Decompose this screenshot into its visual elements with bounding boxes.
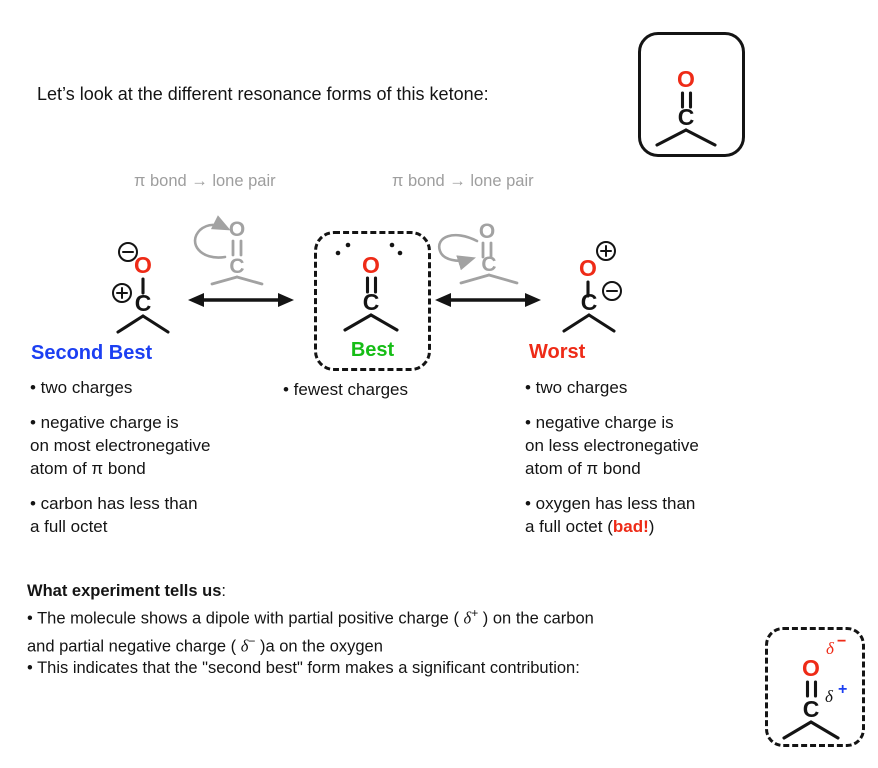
bullet-item: • negative charge is on less electronega… — [525, 413, 699, 478]
methyl-bond — [809, 720, 840, 740]
experiment-bullet-2: • This indicates that the "second best" … — [27, 659, 580, 677]
bad-note: bad! — [612, 517, 649, 536]
experiment-bullet-1: • The molecule shows a dipole with parti… — [27, 606, 594, 628]
ketone-structure-icon: O C — [655, 66, 717, 147]
methyl-bond — [655, 128, 688, 147]
carbon-atom: C — [581, 289, 598, 315]
best-structure-box: O C Best — [314, 231, 431, 371]
plus-charge-icon — [112, 283, 132, 303]
methyl-bond — [487, 273, 519, 285]
methyl-bond — [369, 313, 399, 332]
minus-sign: − — [837, 633, 846, 650]
methyl-bond — [116, 314, 145, 334]
carbon-atom-gray: C — [229, 255, 244, 278]
bullet-item: • carbon has less than a full octet — [30, 494, 198, 536]
bullet-item: • negative charge is on most electronega… — [30, 413, 211, 478]
experiment-heading: What experiment tells us: — [27, 582, 226, 600]
worst-structure: O C — [540, 238, 660, 340]
carbon-atom: C — [363, 289, 380, 315]
bullet-item: • fewest charges — [283, 380, 409, 399]
resonance-arrow-right — [433, 291, 543, 309]
resonance-arrow-icon — [188, 293, 294, 307]
oxygen-atom-gray: O — [479, 220, 495, 243]
resonance-arrow-icon — [435, 293, 541, 307]
plus-sign: + — [838, 681, 847, 698]
second-best-label: Second Best — [31, 342, 153, 364]
best-label: Best — [350, 339, 395, 361]
bullet-item: • two charges — [30, 378, 133, 397]
methyl-bond — [562, 313, 591, 333]
transition-structure-right: O C — [432, 215, 547, 285]
delta-plus-symbol: δ — [825, 687, 834, 706]
curved-arrow-icon — [437, 233, 479, 271]
delta-symbol: δ — [240, 636, 249, 655]
delta-symbol: δ — [463, 608, 472, 628]
carbon-atom: C — [678, 104, 695, 130]
lone-pair-dots — [335, 242, 403, 256]
minus-charge-icon — [602, 281, 622, 301]
minus-charge-icon — [118, 242, 138, 262]
oxygen-atom: O — [802, 655, 820, 681]
carbon-atom: C — [803, 696, 820, 722]
methyl-bond — [782, 720, 813, 740]
resonance-arrow-left — [186, 291, 296, 309]
oxygen-atom: O — [579, 255, 597, 281]
oxygen-atom: O — [362, 252, 380, 278]
second-best-bullets: • two charges • negative charge is on mo… — [30, 376, 280, 550]
dipole-structure: δ − O δ + C — [782, 633, 847, 740]
bullet-item: • oxygen has less than a full octet (bad… — [525, 494, 696, 536]
delta-minus-symbol: δ — [826, 639, 835, 658]
page-title: Let’s look at the different resonance fo… — [37, 84, 489, 104]
carbon-atom-gray: C — [481, 253, 496, 276]
oxygen-atom: O — [677, 66, 695, 92]
methyl-bond — [459, 273, 491, 285]
best-bullets: • fewest charges — [283, 378, 483, 413]
carbon-atom: C — [135, 290, 152, 316]
ketone-reference-box: O C — [638, 32, 745, 157]
oxygen-atom-gray: O — [229, 218, 245, 241]
methyl-bond — [343, 313, 373, 332]
plus-charge-icon — [596, 241, 616, 261]
methyl-bond — [210, 275, 239, 286]
pi-bond-label-right: π bond → lone pair — [392, 172, 534, 190]
transition-structure-left: O C — [185, 213, 295, 286]
worst-bullets: • two charges • negative charge is on le… — [525, 376, 775, 550]
best-structure: O C — [335, 242, 403, 332]
oxygen-atom: O — [134, 252, 152, 278]
methyl-bond — [235, 275, 264, 286]
second-best-structure: O C — [90, 233, 210, 335]
methyl-bond — [141, 314, 170, 334]
experiment-bullet-1-cont: and partial negative charge ( δ− )a on t… — [27, 633, 383, 656]
methyl-bond — [684, 128, 717, 147]
worst-label: Worst — [529, 341, 586, 363]
pi-bond-label-left: π bond → lone pair — [134, 172, 276, 190]
curved-arrow-icon — [193, 215, 231, 259]
experiment-section: What experiment tells us: • The molecule… — [27, 580, 787, 679]
methyl-bond — [587, 313, 616, 333]
bullet-item: • two charges — [525, 378, 628, 397]
dipole-structure-box: δ − O δ + C — [765, 627, 865, 747]
